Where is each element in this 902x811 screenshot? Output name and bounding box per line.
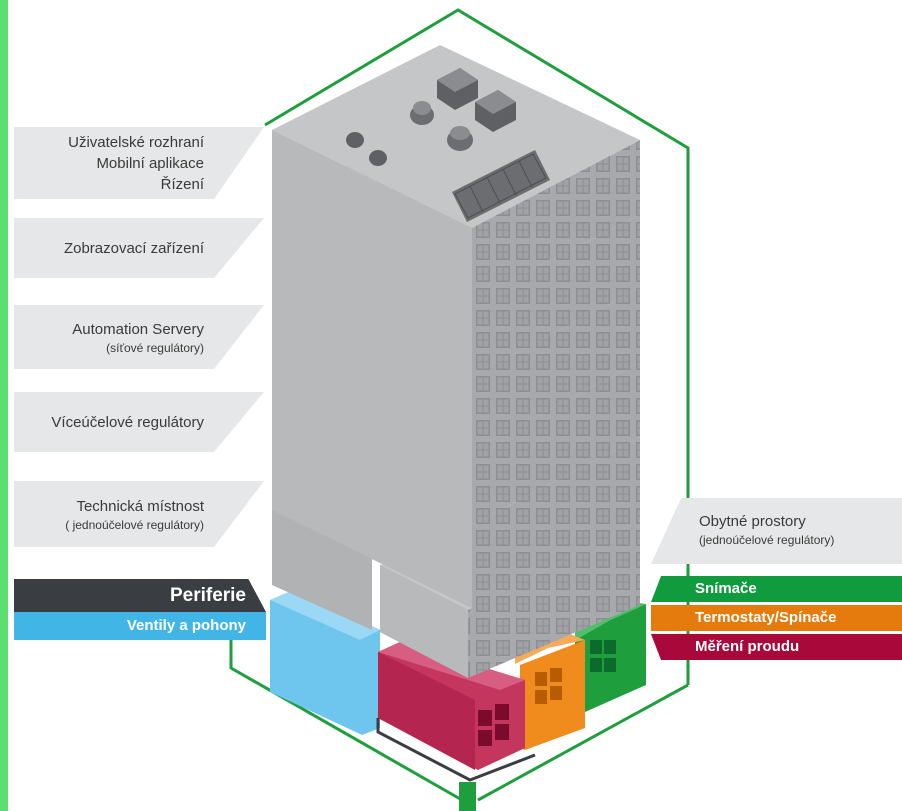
- label-ui-line3: Řízení: [160, 175, 204, 193]
- label-technicka-sub: ( jednoúčelové regulátory): [65, 517, 204, 532]
- solar-panel-icon: [452, 150, 550, 222]
- roof-unit-icon: [437, 68, 516, 132]
- floor-top-roof: [272, 45, 640, 300]
- green-block: [575, 600, 646, 712]
- label-viceucelove-text: Víceúčelové regulátory: [51, 413, 204, 431]
- label-obytne-sub: (jednoúčelové regulátory): [699, 533, 835, 547]
- label-termostaty: Termostaty/Spínače: [651, 605, 902, 631]
- label-ui: Uživatelské rozhraní Mobilní aplikace Ří…: [14, 127, 264, 199]
- orange-block: [515, 630, 585, 750]
- label-zobrazovaci: Zobrazovací zařízení: [14, 218, 264, 278]
- left-edge-strip: [0, 0, 8, 811]
- label-mereni: Měření proudu: [651, 634, 902, 660]
- label-periferie: Periferie: [14, 579, 266, 612]
- label-ui-line1: Uživatelské rozhraní: [68, 133, 204, 151]
- label-technicka: Technická místnost ( jednoúčelové regulá…: [14, 481, 264, 547]
- roof-knob-icon: [346, 101, 473, 166]
- label-obytne: Obytné prostory (jednoúčelové regulátory…: [651, 498, 902, 564]
- green-outline: [229, 8, 690, 811]
- label-ui-line2: Mobilní aplikace: [96, 154, 204, 172]
- label-automation-sub: (síťové regulátory): [106, 340, 204, 355]
- label-zobrazovaci-text: Zobrazovací zařízení: [63, 239, 204, 257]
- label-viceucelove: Víceúčelové regulátory: [14, 392, 264, 452]
- blue-block: [270, 588, 380, 735]
- label-automation-text: Automation Servery: [72, 320, 204, 338]
- label-snimace: Snímače: [651, 576, 902, 602]
- label-obytne-text: Obytné prostory: [699, 513, 806, 530]
- label-ventily: Ventily a pohony: [14, 612, 266, 640]
- label-technicka-text: Technická místnost: [76, 497, 204, 515]
